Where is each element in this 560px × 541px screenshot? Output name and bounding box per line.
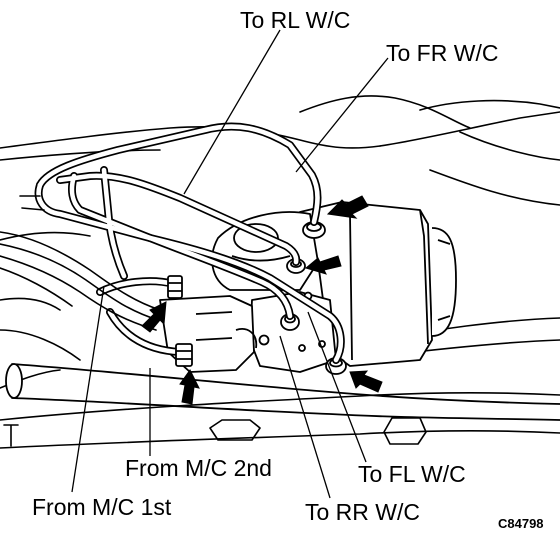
- leader-to-fr: [295, 57, 389, 173]
- fitting-mc-1st: [167, 275, 183, 299]
- leader-to-rr: [279, 335, 331, 499]
- leader-from-mc-1st: [71, 285, 105, 493]
- bold-arrow-icon: [326, 195, 369, 219]
- bold-arrow-icon: [304, 255, 342, 275]
- label-from-mc-1st: From M/C 1st: [32, 494, 172, 520]
- hose: [5, 363, 560, 421]
- label-from-mc-2nd: From M/C 2nd: [125, 455, 272, 481]
- fitting-mc-2nd: [175, 343, 193, 367]
- engine-bay-outline: [0, 95, 560, 449]
- mc-fittings: [167, 275, 193, 367]
- brake-lines: [0, 122, 345, 364]
- label-to-rr: To RR W/C: [305, 499, 420, 525]
- label-to-rl: To RL W/C: [240, 7, 350, 33]
- bold-arrow-icon: [179, 369, 200, 405]
- bold-arrow-icon: [349, 370, 383, 393]
- leader-to-rl: [183, 29, 281, 195]
- bold-arrow-icon: [141, 301, 167, 333]
- leader-to-fl: [307, 311, 367, 463]
- label-to-fl: To FL W/C: [358, 461, 466, 487]
- callout-labels: To RL W/C To FR W/C To FL W/C To RR W/C …: [32, 7, 544, 531]
- leader-lines: [71, 29, 389, 499]
- label-to-fr: To FR W/C: [386, 40, 498, 66]
- figure-code: C84798: [498, 516, 544, 531]
- port-arrows: [141, 195, 383, 405]
